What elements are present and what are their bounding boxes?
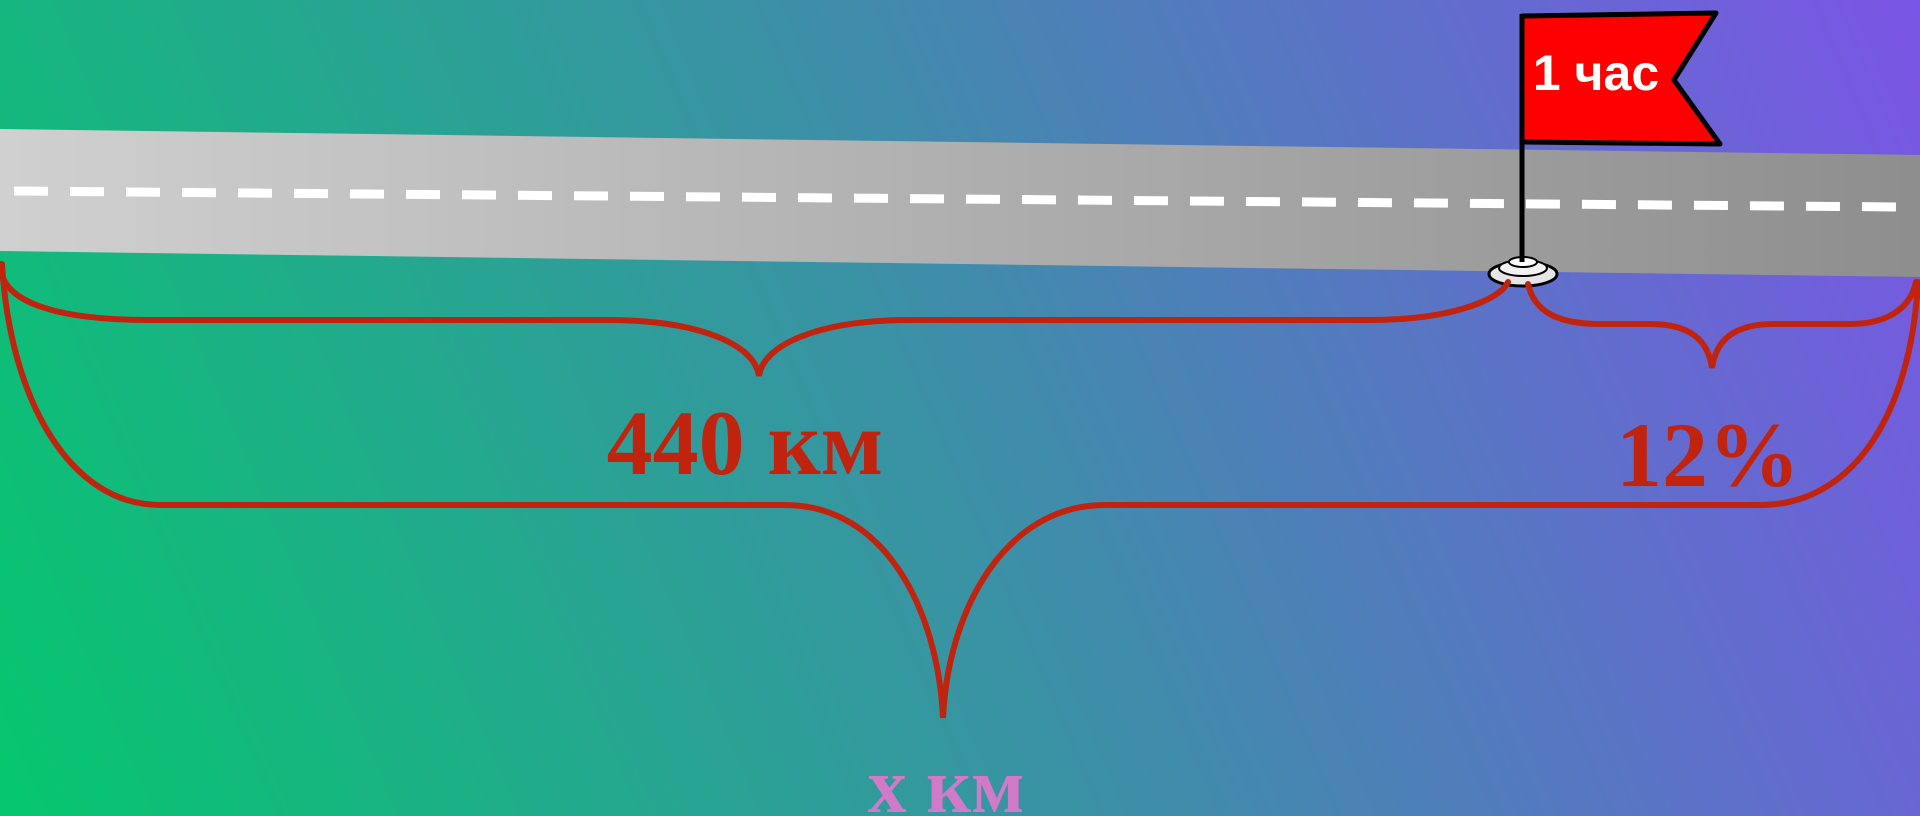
right-segment-label: 12% [1616, 404, 1800, 506]
left-segment-label: 440 км [607, 392, 884, 494]
flag: 1 час [1487, 10, 1723, 288]
brace-left-segment [0, 261, 1511, 377]
total-label: x км [868, 742, 1025, 816]
brace-total [0, 261, 1920, 719]
flag-label: 1 час [1533, 45, 1659, 101]
flag-cloth [1519, 10, 1723, 147]
braces [0, 261, 1920, 719]
road-center-dashes [13, 186, 1901, 212]
road [0, 129, 1920, 277]
brace-right-segment [1525, 279, 1919, 369]
